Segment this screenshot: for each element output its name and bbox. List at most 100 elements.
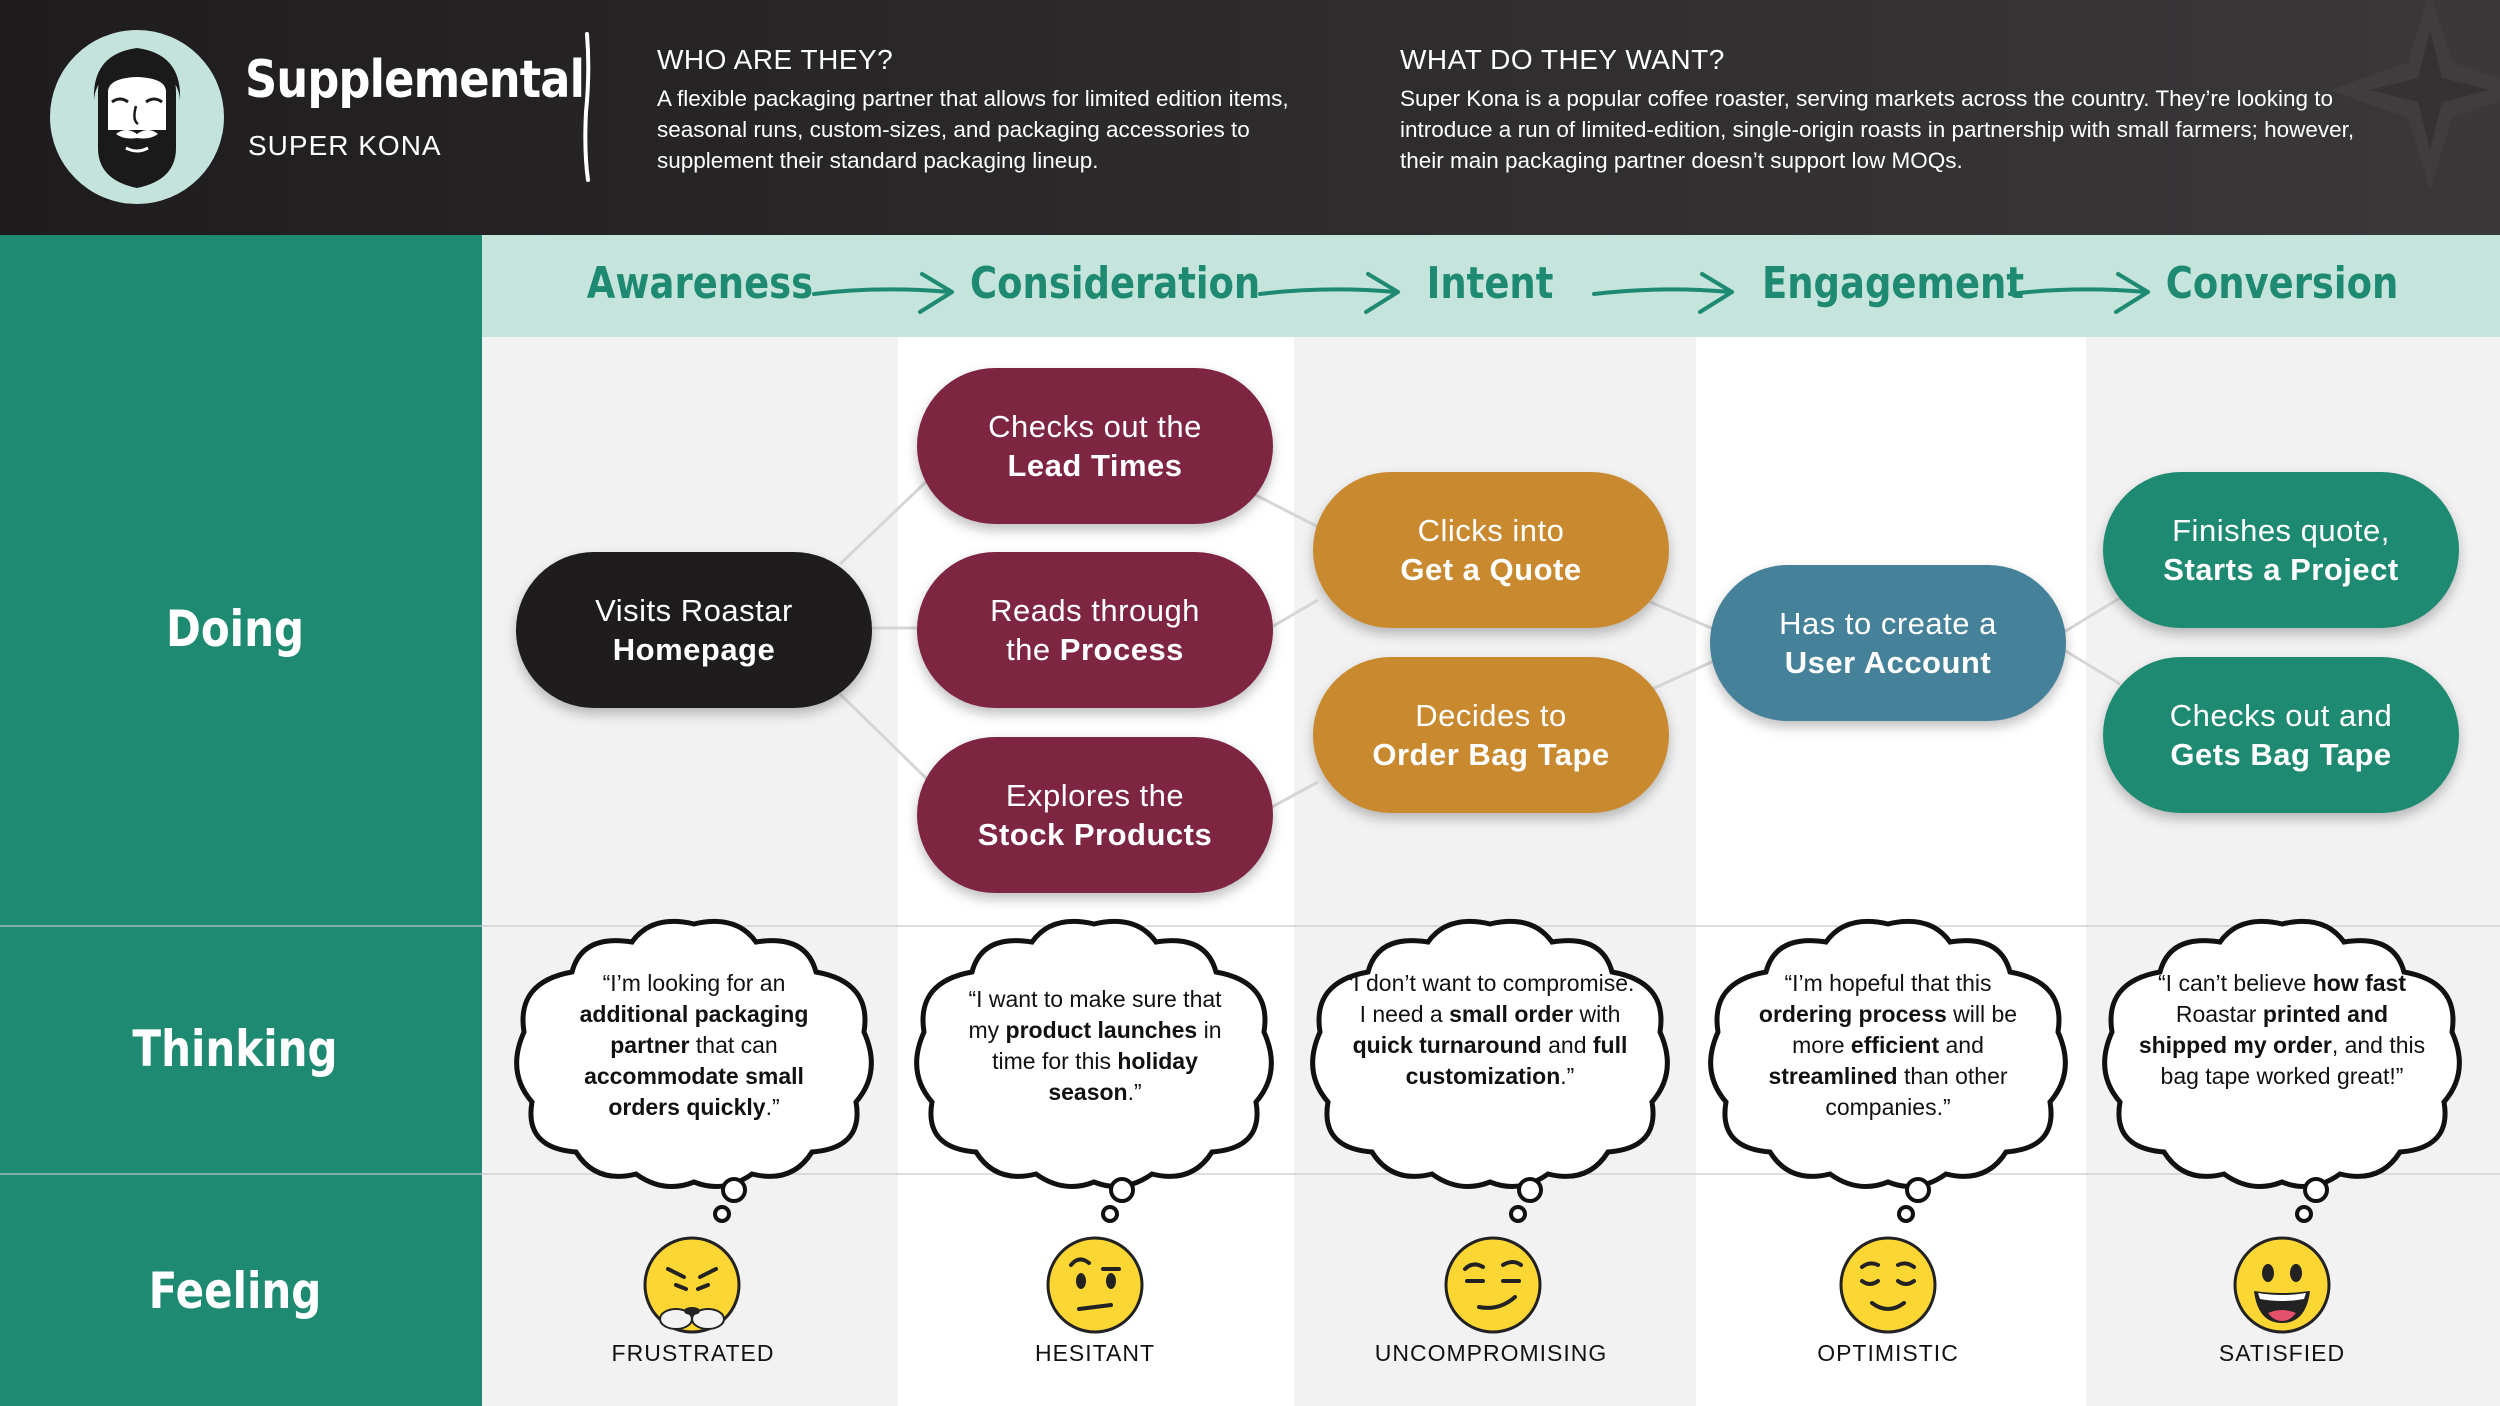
persona-subtitle: SUPER KONA <box>248 130 442 161</box>
step-visit-homepage: Visits Roastar Homepage <box>516 552 872 708</box>
thought-bubble-icon <box>1708 918 2068 1223</box>
who-body: A flexible packaging partner that allows… <box>657 86 1289 173</box>
step-text: the <box>1006 632 1060 667</box>
row-divider-feeling <box>0 1173 2500 1175</box>
hesitant-face-icon <box>1046 1236 1144 1334</box>
thought-text: .” <box>765 1094 780 1120</box>
step-text: Has to create a <box>1779 606 1997 641</box>
step-text: Clicks into <box>1417 513 1565 548</box>
step-text-line2: the Process <box>1006 630 1184 669</box>
step-process: Reads through the Process <box>917 552 1273 708</box>
step-text: Decides to <box>1415 698 1567 733</box>
thought-text-bold: full customization <box>1405 1032 1628 1089</box>
feeling-optimistic: OPTIMISTIC <box>1817 1340 1959 1366</box>
thought-text: and <box>1541 1032 1593 1058</box>
thought-text: “I want to make sure that my <box>968 986 1222 1043</box>
step-text-bold: User Account <box>1784 645 1992 680</box>
thought-text-bold: efficient <box>1850 1032 1940 1058</box>
thought-bubble-icon <box>1310 918 1670 1223</box>
step-get-quote: Clicks into Get a Quote <box>1313 472 1669 628</box>
step-text: Visits Roastar <box>595 593 793 628</box>
feeling-satisfied: SATISFIED <box>2218 1340 2346 1366</box>
step-text-bold: Gets Bag Tape <box>2170 737 2392 772</box>
persona-avatar <box>50 30 224 204</box>
row-label-doing: Doing <box>165 600 305 658</box>
step-stock-products: Explores the Stock Products <box>917 737 1273 893</box>
arrow-right-icon <box>1258 272 1400 314</box>
persona-title: Supplemental <box>245 50 585 110</box>
thought-text: will be more <box>1792 1001 2018 1058</box>
thought-text-bold: printed and shipped my order <box>2138 1001 2389 1058</box>
step-text-bold: Get a Quote <box>1400 552 1582 587</box>
thought-text: “I don’t want to compromise. I need a <box>1345 970 1635 1027</box>
thought-text: “I’m looking for an <box>602 970 786 996</box>
step-start-project: Finishes quote, Starts a Project <box>2103 472 2459 628</box>
step-text-bold: Homepage <box>612 632 776 667</box>
thought-text-bold: small order <box>1449 1001 1574 1027</box>
row-divider-thinking <box>0 925 2500 927</box>
header-divider <box>583 32 591 182</box>
thought-text: “I can’t believe <box>2158 970 2313 996</box>
stage-conversion: Conversion <box>2165 258 2399 309</box>
thought-bubble-icon <box>914 918 1274 1223</box>
thought-text-bold: ordering process <box>1758 1001 1947 1027</box>
step-text-bold: Process <box>1059 632 1184 667</box>
row-label-feeling: Feeling <box>148 1262 322 1320</box>
step-text-bold: Starts a Project <box>2163 552 2399 587</box>
step-text: Reads through <box>990 593 1200 628</box>
thought-conversion: “I can’t believe how fast Roastar printe… <box>2137 968 2427 1092</box>
column-awareness-bg <box>482 337 898 1406</box>
thought-text: Roastar <box>2175 1001 2263 1027</box>
stage-engagement: Engagement <box>1762 258 2025 309</box>
bearded-man-icon <box>93 48 181 188</box>
step-text-bold: Lead Times <box>1007 448 1183 483</box>
row-label-thinking: Thinking <box>132 1020 338 1078</box>
thought-text: “I’m hopeful that this <box>1784 970 1992 996</box>
thought-text: .” <box>1127 1079 1142 1105</box>
stage-consideration: Consideration <box>970 258 1261 309</box>
step-text: Checks out and <box>2169 698 2393 733</box>
arrow-right-icon <box>1592 272 1734 314</box>
step-text: Finishes quote, <box>2172 513 2390 548</box>
smirk-face-icon <box>1444 1236 1542 1334</box>
feeling-hesitant: HESITANT <box>1034 1340 1156 1366</box>
thought-text-bold: streamlined <box>1768 1063 1898 1089</box>
arrow-right-icon <box>2008 272 2150 314</box>
step-text-bold: Stock Products <box>977 817 1213 852</box>
thought-engagement: “I’m hopeful that this ordering process … <box>1743 968 2033 1123</box>
feeling-frustrated: FRUSTRATED <box>611 1340 775 1366</box>
step-order-bag-tape: Decides to Order Bag Tape <box>1313 657 1669 813</box>
step-text-bold: Order Bag Tape <box>1372 737 1610 772</box>
thought-text: and <box>1939 1032 1984 1058</box>
thought-text-bold: product launches <box>1005 1017 1198 1043</box>
step-gets-bag-tape: Checks out and Gets Bag Tape <box>2103 657 2459 813</box>
thought-awareness: “I’m looking for an additional packaging… <box>549 968 839 1123</box>
feeling-uncompromising: UNCOMPROMISING <box>1374 1340 1608 1366</box>
want-heading: WHAT DO THEY WANT? <box>1400 44 1725 75</box>
thought-text-bold: accommodate small orders quickly <box>584 1063 804 1120</box>
stage-bar <box>482 235 2500 337</box>
thought-text: .” <box>1560 1063 1575 1089</box>
star-decoration <box>2330 0 2500 190</box>
grinning-face-icon <box>2233 1236 2331 1334</box>
want-body: Super Kona is a popular coffee roaster, … <box>1400 86 2355 173</box>
thought-text: , and this bag tape worked great!” <box>2160 1032 2426 1089</box>
relieved-face-icon <box>1839 1236 1937 1334</box>
stage-intent: Intent <box>1426 258 1554 309</box>
thought-text-bold: how fast <box>2312 970 2406 996</box>
persona-header: Supplemental SUPER KONA WHO ARE THEY? A … <box>0 0 2500 235</box>
step-lead-times: Checks out the Lead Times <box>917 368 1273 524</box>
thought-intent: “I don’t want to compromise. I need a sm… <box>1345 968 1635 1092</box>
step-user-account: Has to create a User Account <box>1710 565 2066 721</box>
thought-bubble-icon <box>2102 918 2462 1223</box>
step-text: Explores the <box>1005 778 1185 813</box>
thought-consideration: “I want to make sure that my product lau… <box>950 984 1240 1108</box>
thought-text: in time for this <box>992 1017 1222 1074</box>
thought-text: that can <box>689 1032 778 1058</box>
column-engagement-bg <box>1696 337 2086 1406</box>
thought-text-bold: additional packaging partner <box>579 1001 809 1058</box>
who-heading: WHO ARE THEY? <box>657 44 894 75</box>
stage-awareness: Awareness <box>586 258 814 309</box>
thought-text: than other companies.” <box>1825 1063 2008 1120</box>
